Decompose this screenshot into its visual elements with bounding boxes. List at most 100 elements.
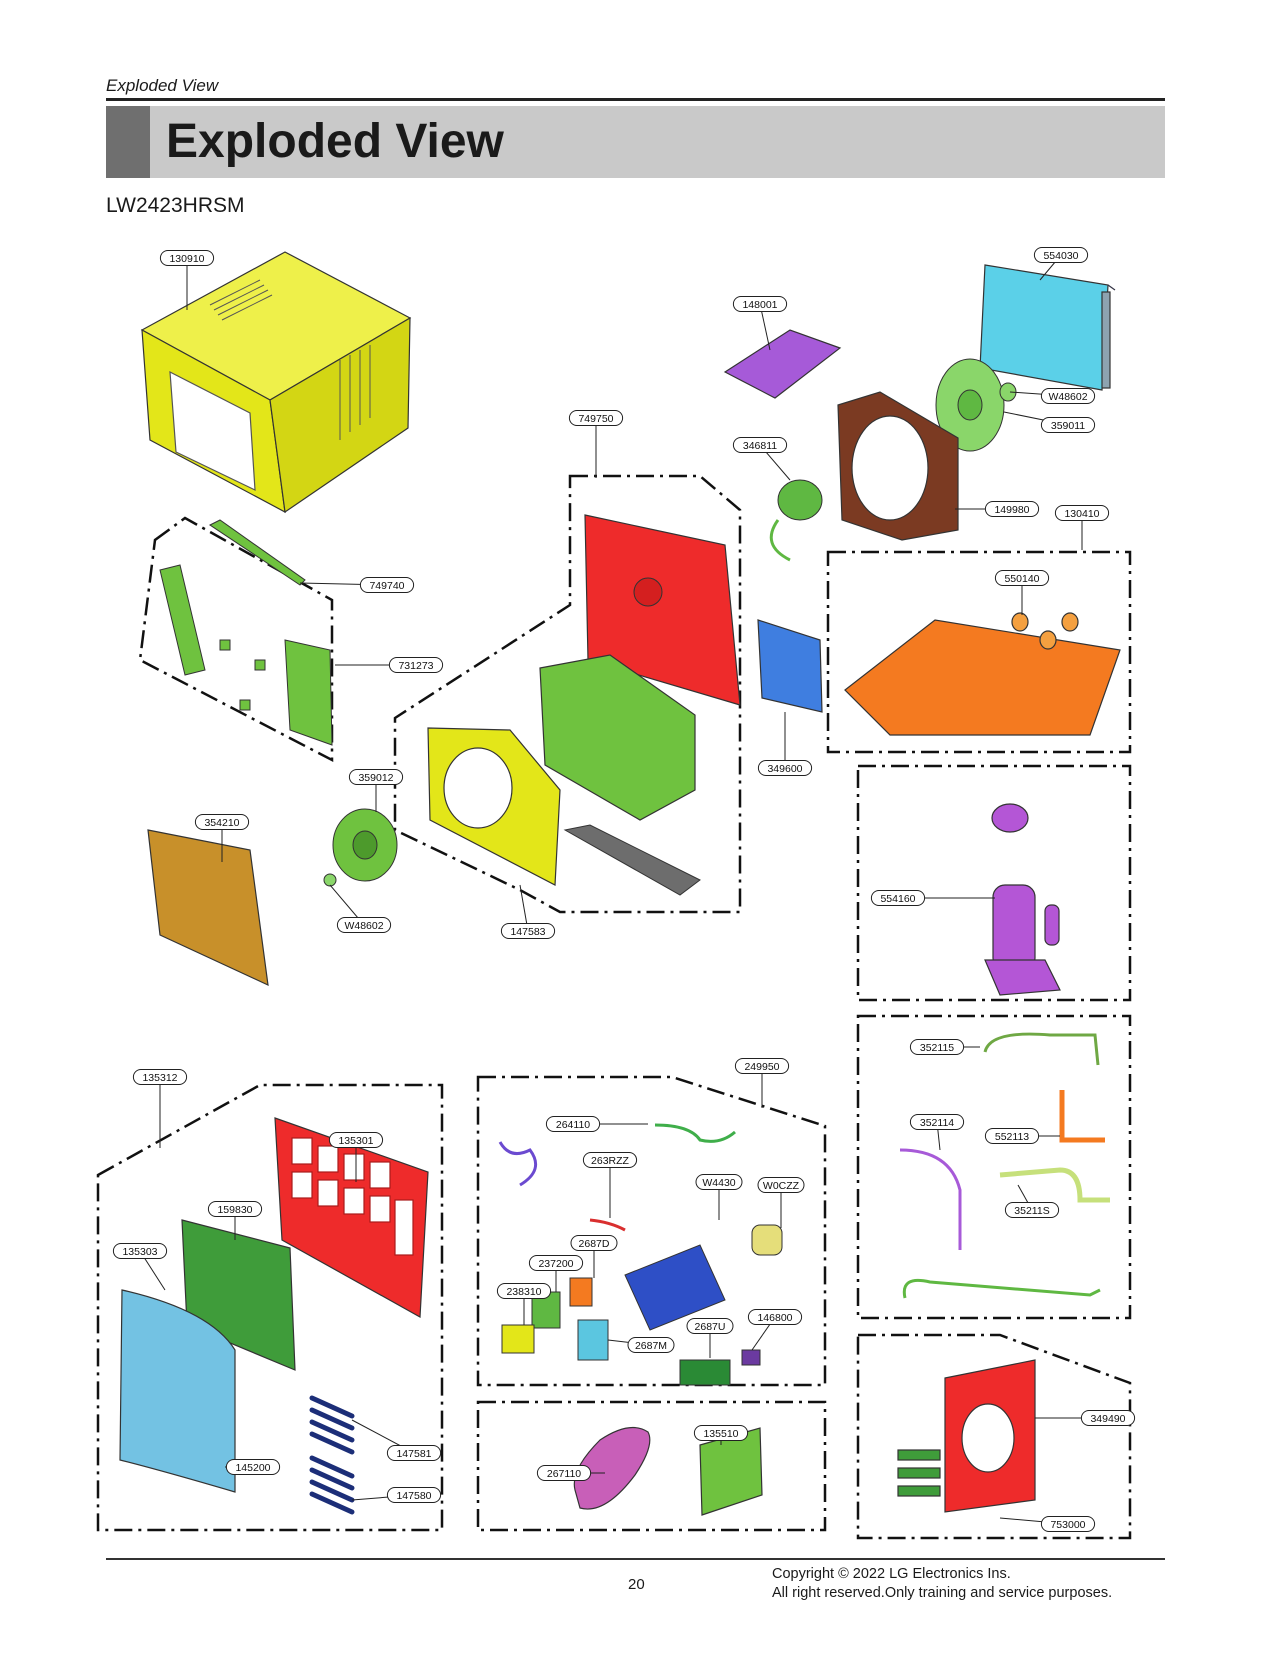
callout-label: 554160: [880, 893, 915, 905]
cabinet-130910: [140, 251, 412, 514]
frame-349490-group: [856, 1333, 1132, 1540]
callout-label: 349600: [767, 763, 802, 775]
callout-label: 148001: [742, 299, 777, 311]
callout-label: 135510: [703, 1428, 738, 1440]
callout-label: 349490: [1090, 1413, 1125, 1425]
callout-346811: 346811: [732, 437, 791, 481]
callout-label: 135312: [142, 1072, 177, 1084]
callout-w48602a: W48602: [1009, 388, 1096, 404]
callout-352114: 352114: [909, 1114, 965, 1151]
callout-554030: 554030: [1033, 247, 1089, 281]
callout-label: 263RZZ: [591, 1155, 630, 1167]
callout-label: 147580: [396, 1490, 431, 1502]
callout-label: 135301: [338, 1135, 373, 1147]
callout-bubble: [582, 1152, 638, 1168]
callout-bubble: [757, 1177, 805, 1193]
cover-148001: [723, 329, 842, 399]
callout-bubble: [747, 1309, 803, 1325]
callout-263rzz: 263RZZ: [582, 1152, 638, 1218]
callout-349600: 349600: [757, 712, 813, 776]
frame-130410-group: [826, 550, 1132, 754]
frame-749740-group: [138, 516, 334, 763]
callout-label: 267110: [547, 1468, 581, 1480]
callout-bubble: [388, 657, 444, 673]
title-bar: [106, 106, 1165, 178]
callout-label: 237200: [538, 1258, 573, 1270]
callout-552113: 552113: [984, 1128, 1060, 1144]
drain-channel: [563, 824, 701, 896]
callout-label: W48602: [1048, 391, 1087, 403]
model-number: LW2423HRSM: [106, 194, 245, 217]
callout-label: 749750: [578, 413, 613, 425]
callout-349490: 349490: [1035, 1410, 1136, 1426]
callout-267110: 267110: [536, 1465, 605, 1481]
callout-bubble: [1054, 505, 1110, 521]
callout-label: 130910: [169, 253, 204, 265]
callout-label: 238310: [506, 1286, 541, 1298]
callout-label: 352114: [920, 1117, 954, 1129]
fan-359011: [935, 358, 1017, 452]
callout-bubble: [336, 917, 392, 933]
callout-bubble: [686, 1318, 734, 1334]
callout-237200: 237200: [528, 1255, 584, 1292]
callout-label: 264110: [556, 1119, 590, 1131]
louver-set: [309, 1395, 355, 1515]
evap-frame-349490: [897, 1359, 1036, 1513]
callout-135510: 135510: [693, 1425, 749, 1445]
callout-label: 2687D: [579, 1238, 610, 1250]
callout-749750: 749750: [568, 410, 624, 478]
page-title: Exploded View: [166, 115, 504, 168]
callout-147580: 147580: [351, 1487, 442, 1503]
callout-238310: 238310: [496, 1283, 552, 1325]
callout-159830: 159830: [207, 1201, 263, 1240]
callout-bubble: [328, 1132, 384, 1148]
callout-352115: 352115: [909, 1039, 980, 1055]
bracket-349600: [757, 619, 823, 713]
callout-label: 359012: [358, 772, 393, 784]
callout-135301: 135301: [328, 1132, 384, 1182]
callout-550140: 550140: [994, 570, 1050, 615]
callout-bubble: [194, 814, 250, 830]
title-bar-tab: [106, 106, 150, 178]
callout-35211s: 35211S: [1004, 1184, 1060, 1218]
callout-label: 359011: [1051, 420, 1085, 432]
callout-bubble: [1040, 1516, 1096, 1532]
callout-label: 35211S: [1014, 1205, 1049, 1217]
callout-label: W48602: [344, 920, 383, 932]
callout-label: 753000: [1050, 1519, 1085, 1531]
remote-and-bracket: [573, 1426, 763, 1516]
callout-130910: 130910: [159, 250, 215, 310]
callout-bubble: [693, 1425, 749, 1441]
callout-bubble: [627, 1337, 675, 1353]
callout-354210: 354210: [194, 814, 250, 862]
copyright: Copyright © 2022 LG Electronics Ins. All…: [772, 1565, 1112, 1603]
callout-145200: 145200: [225, 1459, 281, 1475]
callout-bubble: [984, 501, 1040, 517]
bracket-set-731273: [159, 519, 333, 746]
callout-label: 145200: [235, 1462, 270, 1474]
condenser-coil-554030: [979, 264, 1116, 391]
callout-w48602b: W48602: [329, 884, 392, 933]
callout-731273: 731273: [335, 657, 444, 673]
callout-label: 731273: [398, 660, 433, 672]
callout-label: 135303: [122, 1246, 157, 1258]
callout-label: 550140: [1004, 573, 1039, 585]
base-pan-130410: [844, 612, 1121, 736]
callout-label: 554030: [1043, 250, 1078, 262]
callout-label: 552113: [995, 1131, 1029, 1143]
callout-bubble: [386, 1487, 442, 1503]
header-rule: [106, 98, 1165, 101]
callout-359011: 359011: [1003, 411, 1096, 433]
callout-bubble: [386, 1445, 442, 1461]
callout-148001: 148001: [732, 296, 788, 351]
callout-bubble: [732, 437, 788, 453]
callout-label: 147581: [396, 1448, 431, 1460]
callout-bubble: [570, 1235, 618, 1251]
callout-bubble: [984, 1128, 1040, 1144]
electrical-parts: [498, 1123, 783, 1386]
callout-label: 354210: [204, 817, 239, 829]
callout-bubble: [348, 769, 404, 785]
callout-147581: 147581: [351, 1419, 442, 1461]
callout-bubble: [732, 296, 788, 312]
